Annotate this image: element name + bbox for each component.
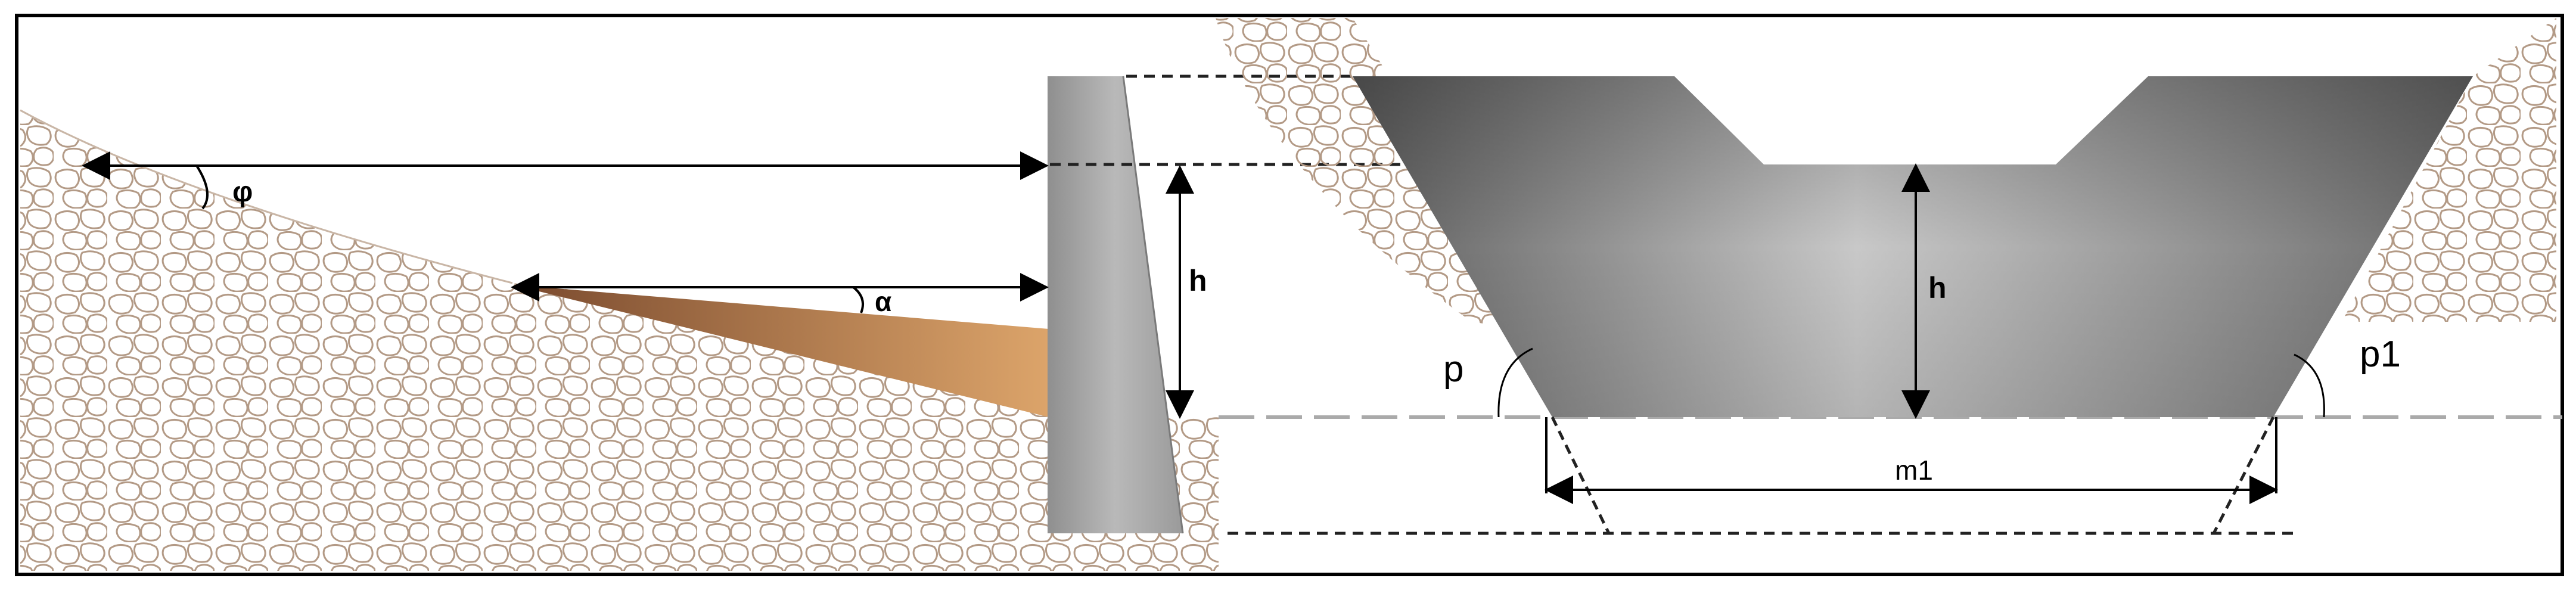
p1-angle-arc bbox=[2294, 353, 2325, 418]
anchor-wedge bbox=[512, 285, 1049, 417]
h-channel-label: h bbox=[1928, 271, 1947, 304]
h-wall-label: h bbox=[1189, 264, 1207, 297]
rock-bank-right bbox=[2342, 18, 2556, 322]
p-label: p bbox=[1443, 349, 1463, 390]
alpha-label: α bbox=[875, 286, 891, 317]
p1-label: p1 bbox=[2360, 334, 2401, 375]
retaining-wall bbox=[1048, 76, 1183, 533]
right-dashed-slope bbox=[2212, 416, 2275, 535]
phi-angle-arc bbox=[195, 164, 209, 210]
slope-surface-line bbox=[20, 109, 513, 284]
alpha-angle-arc bbox=[852, 286, 864, 313]
p-angle-arc bbox=[1497, 347, 1533, 418]
phi-label: φ bbox=[232, 176, 253, 208]
m1-label: m1 bbox=[1895, 455, 1933, 486]
left-slope-section: φ α h bbox=[20, 76, 1219, 571]
left-dashed-slope bbox=[1550, 416, 1611, 535]
channel-section: h p p1 m1 bbox=[1216, 18, 2556, 535]
wall-edge bbox=[1122, 76, 1184, 534]
rock-slope bbox=[20, 110, 1219, 571]
